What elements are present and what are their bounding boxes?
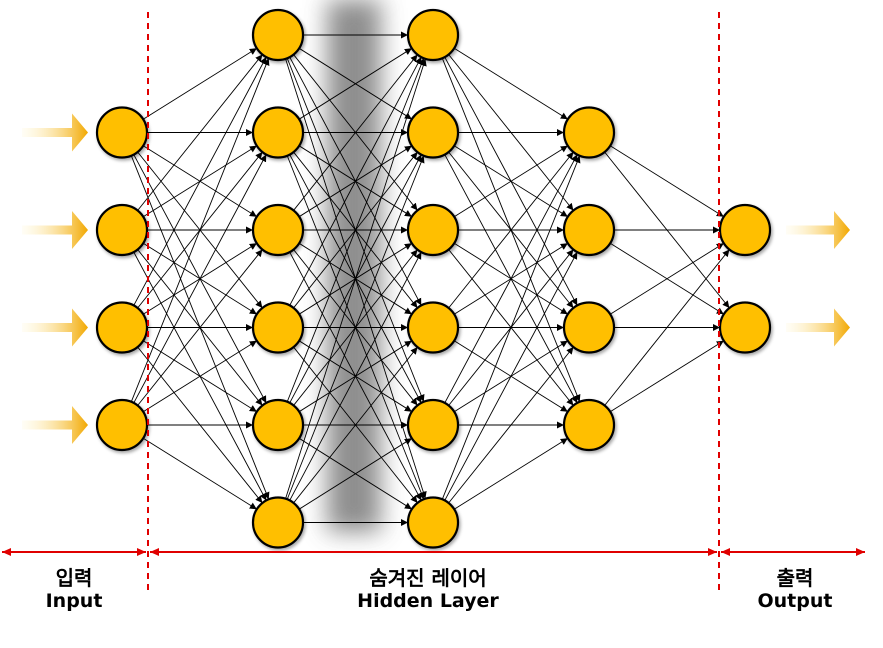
input-arrow-icon: [22, 211, 88, 249]
connection-edge: [448, 151, 574, 309]
output-label-english: Output: [757, 590, 833, 612]
hidden-2-neuron: [406, 398, 460, 452]
connection-edge: [609, 145, 725, 218]
connection-edge: [293, 346, 418, 504]
hidden-1-neuron: [251, 203, 305, 257]
connections: [130, 31, 730, 526]
input-arrow-icon: [22, 113, 88, 152]
hidden-1-neuron: [251, 301, 305, 354]
connection-edge: [137, 249, 263, 406]
input-label-korean: 입력: [55, 566, 93, 590]
connection-edge: [453, 437, 569, 510]
connection-edge: [285, 58, 427, 499]
io-arrows: [22, 113, 850, 444]
connection-edge: [142, 437, 258, 510]
connection-edge: [289, 56, 422, 306]
connection-edge: [444, 251, 578, 501]
hidden-2-neuron: [406, 496, 460, 549]
connection-edge: [298, 47, 413, 120]
connection-edge: [286, 58, 425, 402]
input-arrow-icon: [22, 308, 88, 347]
input-neuron: [95, 203, 149, 257]
connection-edge: [441, 155, 581, 500]
connection-edge: [133, 154, 267, 404]
hidden-2-neuron: [406, 203, 460, 257]
connection-edge: [142, 340, 258, 413]
connection-edge: [289, 251, 422, 501]
connection-edge: [609, 340, 725, 413]
output-arrow-icon: [786, 308, 850, 347]
connection-edge: [453, 145, 569, 218]
hidden-1-neuron: [251, 8, 305, 62]
hidden-1-neuron: [251, 496, 305, 549]
connection-edge: [609, 242, 725, 315]
hidden-3-neuron: [562, 301, 616, 354]
connection-edge: [133, 56, 267, 306]
connection-edge: [130, 58, 270, 402]
hidden-section-label: 숨겨진 레이어 Hidden Layer: [283, 566, 573, 613]
output-neuron: [718, 301, 772, 354]
output-label-korean: 출력: [776, 566, 814, 590]
connection-edge: [142, 47, 258, 120]
connection-edge: [448, 346, 574, 504]
connection-edge: [293, 54, 418, 211]
input-neuron: [95, 398, 149, 452]
hidden-label-korean: 숨겨진 레이어: [369, 566, 487, 590]
input-neuron: [95, 106, 149, 159]
hidden-3-neuron: [562, 398, 616, 452]
input-section-label: 입력 Input: [24, 566, 124, 613]
output-arrow-icon: [786, 211, 850, 249]
hidden-3-neuron: [562, 203, 616, 257]
neurons: [95, 8, 772, 549]
input-label-english: Input: [45, 590, 103, 612]
connection-edge: [286, 155, 425, 500]
input-neuron: [95, 301, 149, 354]
hidden-label-english: Hidden Layer: [357, 590, 499, 612]
hidden-2-neuron: [406, 301, 460, 354]
output-neuron: [718, 203, 772, 257]
connection-edge: [444, 154, 578, 404]
connection-edge: [453, 47, 569, 120]
input-arrow-icon: [22, 406, 88, 444]
hidden-2-neuron: [406, 8, 460, 62]
connection-edge: [298, 437, 413, 510]
hidden-3-neuron: [562, 106, 616, 159]
connection-edge: [137, 54, 263, 211]
hidden-2-neuron: [406, 106, 460, 159]
output-section-label: 출력 Output: [745, 566, 845, 613]
hidden-1-neuron: [251, 398, 305, 452]
hidden-1-neuron: [251, 106, 305, 159]
connection-edge: [604, 249, 730, 406]
